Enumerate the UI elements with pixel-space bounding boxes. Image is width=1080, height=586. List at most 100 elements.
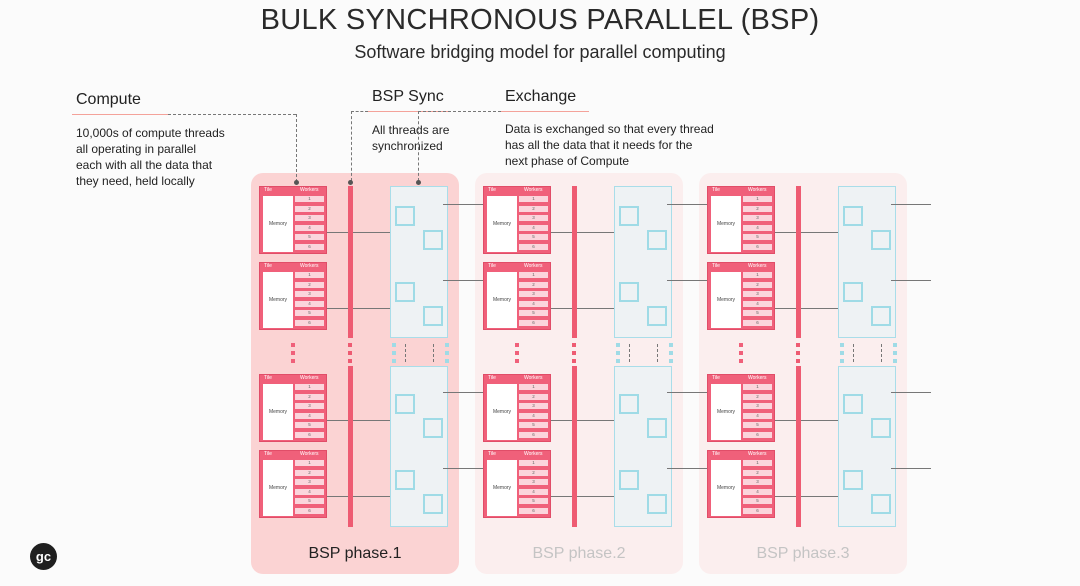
exchange-connector: [891, 204, 931, 205]
workers-label: Workers: [300, 451, 319, 457]
workers-label: Workers: [748, 375, 767, 381]
exchange-leader-v: [418, 111, 419, 181]
worker-slot: 3: [519, 403, 548, 409]
worker-slot: 3: [295, 291, 324, 297]
ellipsis-dot: [291, 359, 295, 363]
tile-label: Tile: [264, 375, 272, 381]
sync-line-2: synchronized: [372, 139, 443, 153]
exchange-connector: [667, 204, 707, 205]
exchange-square: [619, 394, 639, 414]
ellipsis-dot: [291, 343, 295, 347]
exchange-block: [614, 366, 672, 527]
worker-slot: 2: [743, 469, 772, 476]
compute-description: 10,000s of compute threads all operating…: [76, 125, 256, 189]
worker-slot: 1: [519, 460, 548, 466]
worker-slot: 5: [295, 422, 324, 428]
exchange-square: [423, 494, 443, 514]
worker-slot: 6: [295, 431, 324, 438]
worker-slot: 6: [743, 507, 772, 514]
exchange-square: [843, 282, 863, 302]
exchange-block: [838, 186, 896, 338]
ellipsis-dot: [291, 351, 295, 355]
workers-label: Workers: [300, 263, 319, 269]
worker-slot: 1: [743, 272, 772, 278]
compute-heading: Compute: [76, 91, 141, 108]
exchange-connector: [891, 280, 931, 281]
worker-slot: 1: [295, 460, 324, 466]
exchange-block: [390, 366, 448, 527]
ellipsis-dot: [893, 351, 897, 355]
worker-slot: 6: [519, 507, 548, 514]
exchange-square: [843, 394, 863, 414]
ellipsis-dot: [572, 343, 576, 347]
ellipsis-dot: [893, 343, 897, 347]
worker-slot: 3: [743, 215, 772, 221]
sync-bar: [572, 186, 577, 338]
tile-memory: Memory: [711, 272, 741, 328]
exchange-square: [423, 230, 443, 250]
sync-bar: [348, 186, 353, 338]
worker-slot: 5: [743, 310, 772, 316]
worker-slot: 6: [519, 319, 548, 326]
exchange-leader-h: [418, 111, 501, 112]
exchange-square: [647, 306, 667, 326]
tile-memory: Memory: [487, 384, 517, 440]
ellipsis-dot: [445, 351, 449, 355]
phase-3-label: BSP phase.3: [756, 545, 850, 562]
exchange-square: [871, 418, 891, 438]
tile-label: Tile: [488, 451, 496, 457]
exchange-square: [395, 394, 415, 414]
tile-memory: Memory: [487, 196, 517, 252]
worker-slot: 4: [743, 412, 772, 419]
exchange-square: [395, 206, 415, 226]
ellipsis-dot: [392, 359, 396, 363]
exchange-square: [647, 418, 667, 438]
worker-slot: 5: [295, 234, 324, 240]
ellipsis-dot: [739, 359, 743, 363]
tile-connector: [327, 420, 390, 421]
workers-label: Workers: [524, 187, 543, 193]
worker-slot: 2: [295, 281, 324, 288]
tile-label: Tile: [264, 263, 272, 269]
slide-subtitle: Software bridging model for parallel com…: [354, 42, 726, 62]
worker-slot: 2: [519, 393, 548, 400]
exchange-block: [614, 186, 672, 338]
exchange-description: Data is exchanged so that every thread h…: [505, 121, 745, 169]
compute-line-1: 10,000s of compute threads: [76, 126, 225, 140]
exchange-connector: [443, 204, 483, 205]
tile-connector: [775, 308, 838, 309]
workers-label: Workers: [300, 187, 319, 193]
ellipsis-dot: [515, 359, 519, 363]
tile-connector: [551, 420, 614, 421]
worker-slot: 3: [743, 479, 772, 485]
exchange-dotted-line: [881, 344, 882, 362]
workers-label: Workers: [524, 375, 543, 381]
exchange-leader-dot: [416, 180, 421, 185]
tile-label: Tile: [488, 263, 496, 269]
sync-bar: [348, 366, 353, 527]
exchange-square: [423, 306, 443, 326]
worker-slot: 6: [295, 507, 324, 514]
ellipsis-dot: [572, 351, 576, 355]
worker-slot: 3: [519, 215, 548, 221]
ellipsis-dot: [616, 351, 620, 355]
ellipsis-dot: [348, 343, 352, 347]
worker-slot: 6: [743, 431, 772, 438]
ellipsis-dot: [392, 343, 396, 347]
ellipsis-dot: [739, 343, 743, 347]
worker-slot: 4: [295, 412, 324, 419]
worker-slot: 5: [743, 422, 772, 428]
worker-slot: 2: [295, 393, 324, 400]
worker-slot: 6: [519, 243, 548, 250]
sync-line-1: All threads are: [372, 123, 450, 137]
worker-slot: 6: [295, 319, 324, 326]
worker-slot: 6: [295, 243, 324, 250]
exchange-heading: Exchange: [505, 88, 577, 105]
worker-slot: 3: [743, 403, 772, 409]
